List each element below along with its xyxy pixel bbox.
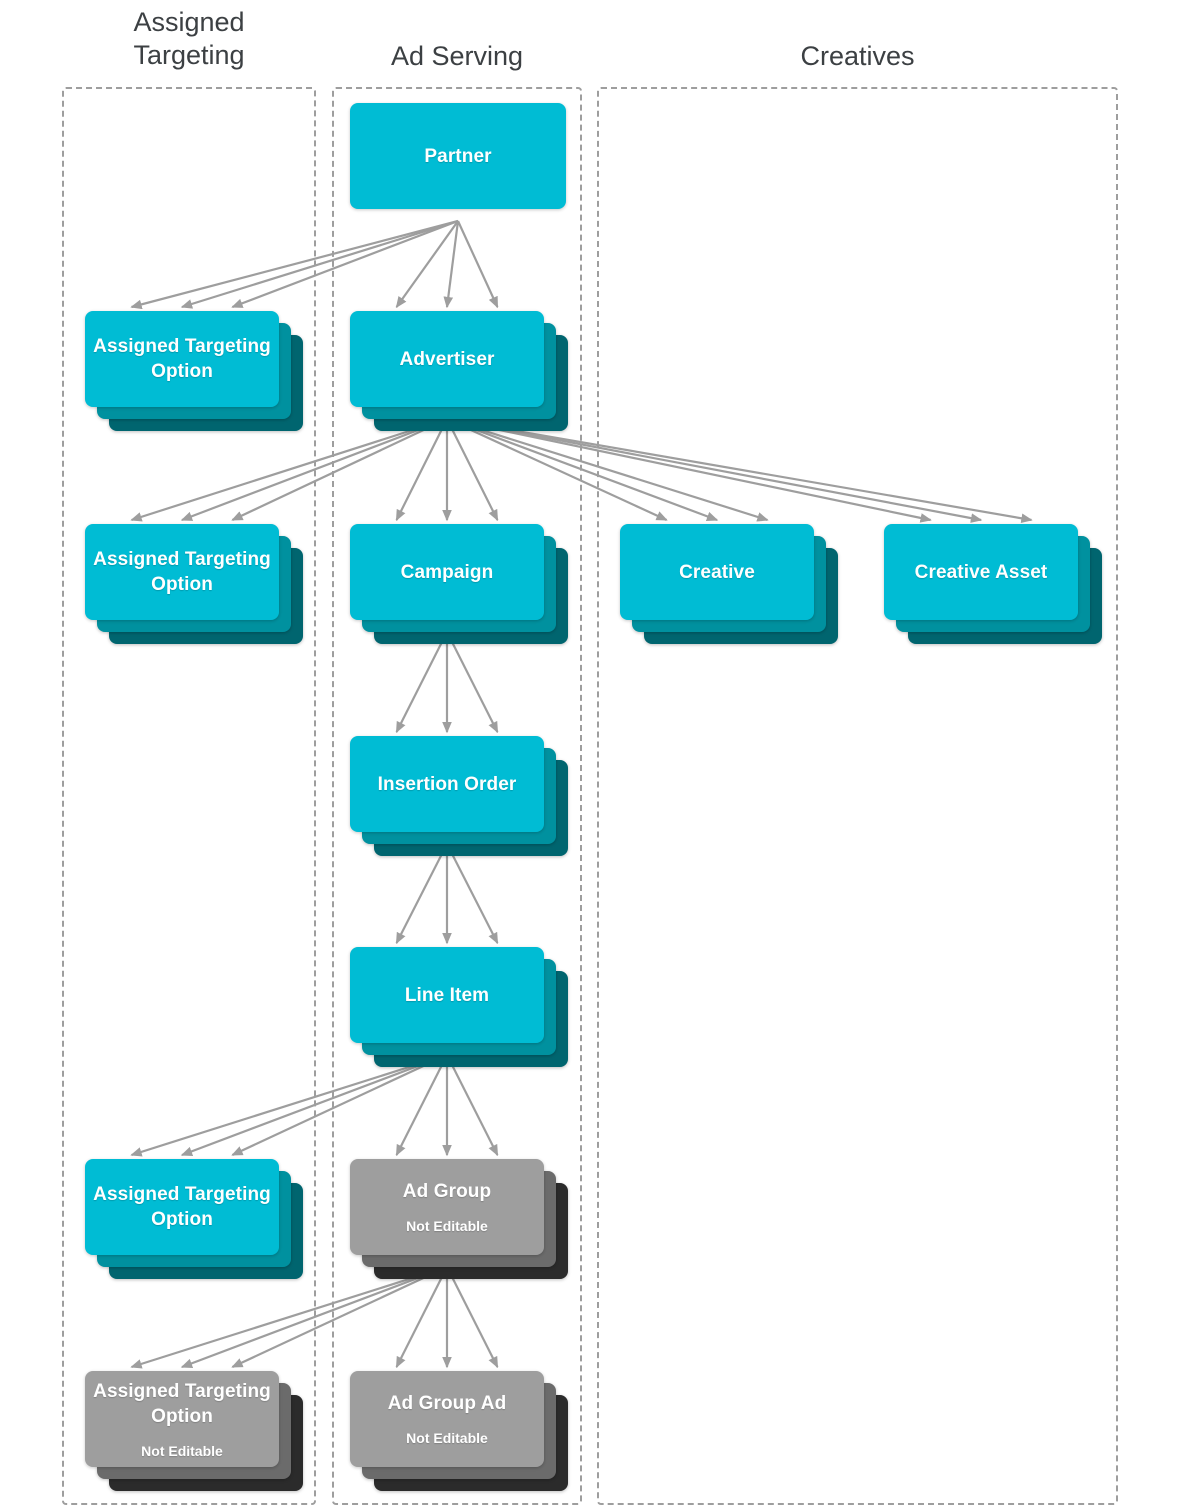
- lane-creatives: [597, 87, 1118, 1505]
- card-face-advertiser[interactable]: Advertiser: [350, 311, 544, 407]
- node-insertion-order[interactable]: Insertion Order: [350, 736, 570, 858]
- node-partner[interactable]: Partner: [350, 103, 592, 235]
- node-ato-partner[interactable]: Assigned Targeting Option: [85, 311, 305, 433]
- node-label: Creative Asset: [914, 561, 1048, 583]
- node-ad-group-ad[interactable]: Ad Group Ad Not Editable: [350, 1371, 570, 1493]
- lane-title-assigned-targeting: Assigned Targeting: [133, 7, 245, 70]
- lane-assigned-targeting: [62, 87, 316, 1505]
- node-label: Assigned Targeting Option: [93, 549, 271, 595]
- node-creative-asset[interactable]: Creative Asset: [884, 524, 1104, 646]
- lane-title-ad-serving: Ad Serving: [390, 41, 524, 71]
- node-label: Assigned Targeting Option: [93, 1184, 271, 1230]
- card-face-creative-asset[interactable]: Creative Asset: [884, 524, 1078, 620]
- node-status-label: Not Editable: [406, 1430, 488, 1446]
- card-face-partner[interactable]: Partner: [350, 103, 566, 209]
- node-label: Line Item: [404, 984, 490, 1006]
- card-face-ato-advertiser[interactable]: Assigned Targeting Option: [85, 524, 279, 620]
- node-label: Partner: [424, 145, 492, 167]
- card-face-ato-lineitem[interactable]: Assigned Targeting Option: [85, 1159, 279, 1255]
- node-campaign[interactable]: Campaign: [350, 524, 570, 646]
- node-label: Campaign: [400, 561, 494, 583]
- node-label: Ad Group Ad: [387, 1393, 507, 1414]
- card-face-ad-group-ad[interactable]: Ad Group Ad Not Editable: [350, 1371, 544, 1467]
- node-creative[interactable]: Creative: [620, 524, 840, 646]
- card-face-campaign[interactable]: Campaign: [350, 524, 544, 620]
- node-label: Advertiser: [399, 348, 495, 370]
- node-label: Creative: [679, 561, 755, 583]
- node-label: Assigned Targeting Option: [93, 336, 271, 382]
- card-face-ato-partner[interactable]: Assigned Targeting Option: [85, 311, 279, 407]
- node-ato-lineitem[interactable]: Assigned Targeting Option: [85, 1159, 305, 1281]
- node-label: Ad Group: [402, 1181, 492, 1202]
- node-label: Assigned Targeting Option: [93, 1380, 271, 1427]
- node-ato-advertiser[interactable]: Assigned Targeting Option: [85, 524, 305, 646]
- node-advertiser[interactable]: Advertiser: [350, 311, 570, 433]
- node-label: Insertion Order: [377, 773, 517, 795]
- card-face-creative[interactable]: Creative: [620, 524, 814, 620]
- node-status-label: Not Editable: [141, 1442, 223, 1459]
- card-face-insertion-order[interactable]: Insertion Order: [350, 736, 544, 832]
- card-face-line-item[interactable]: Line Item: [350, 947, 544, 1043]
- node-line-item[interactable]: Line Item: [350, 947, 570, 1069]
- lane-ad-serving: [332, 87, 582, 1505]
- node-status-label: Not Editable: [406, 1218, 488, 1234]
- lane-title-creatives: Creatives: [800, 41, 915, 71]
